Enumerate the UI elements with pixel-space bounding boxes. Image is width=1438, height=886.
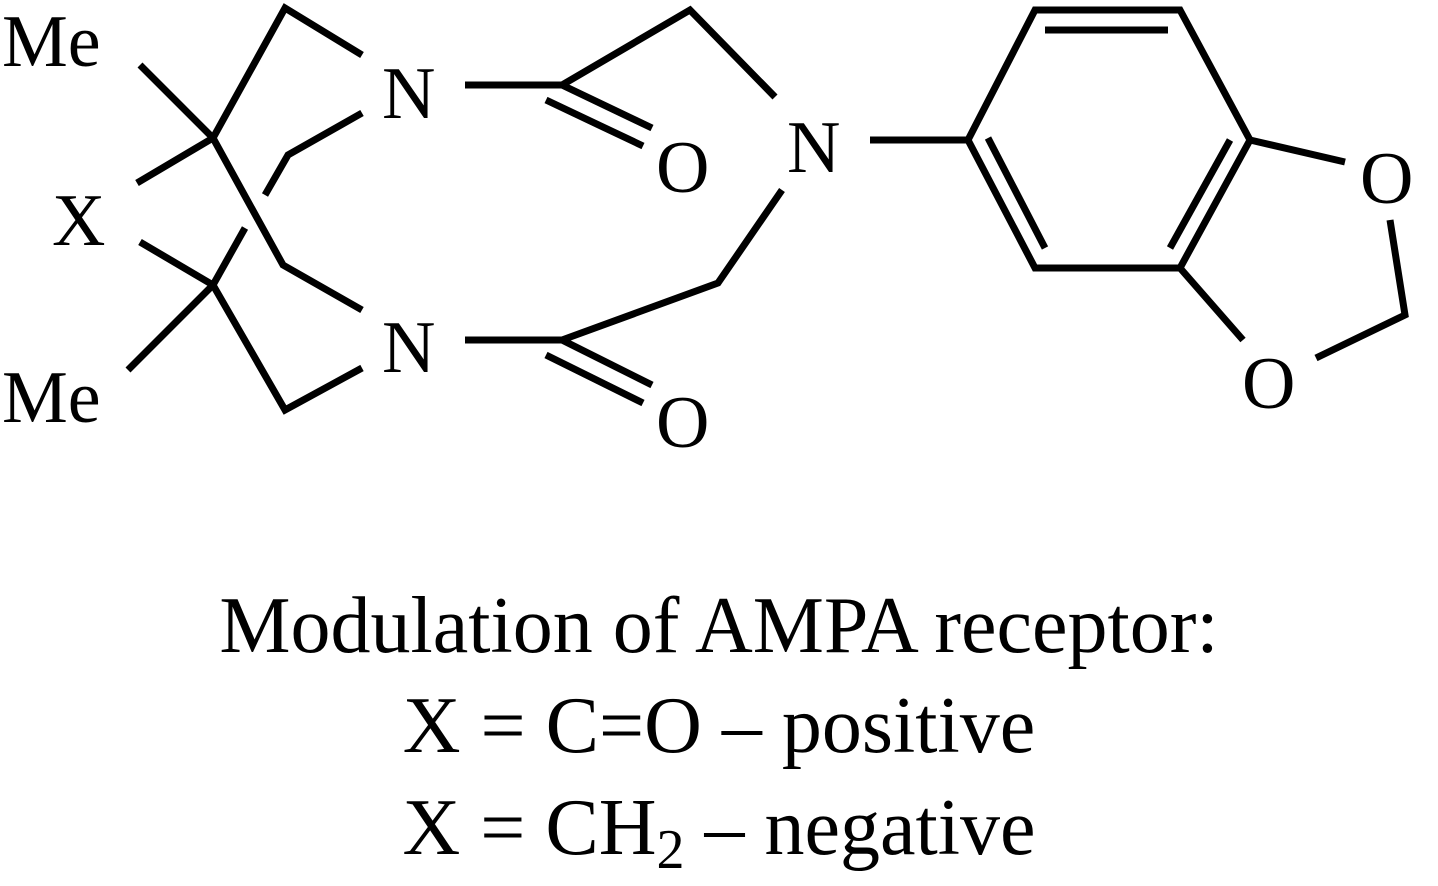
label-o-carbonyl-upper: O bbox=[656, 127, 709, 209]
bond-c-ch2-n-upper bbox=[209, 3, 364, 140]
label-o-dioxole-lower: O bbox=[1242, 343, 1295, 425]
diamide-bridge bbox=[465, 5, 968, 407]
bond-ring-o-lower bbox=[1177, 265, 1246, 343]
bond-n-central-ch2-carbonyl bbox=[560, 188, 785, 344]
caption-line2-subscript: 2 bbox=[656, 819, 685, 881]
bond-x-c-bottom bbox=[138, 238, 215, 289]
bond-c-bottom-up bbox=[209, 226, 249, 287]
caption-title-text: Modulation of AMPA receptor: bbox=[219, 582, 1219, 670]
benzene-inner-bond-left bbox=[984, 136, 1049, 250]
caption-line-positive: X = C=O – positive bbox=[0, 686, 1438, 766]
caption-line1-suffix: O – positive bbox=[644, 682, 1036, 770]
label-n-central: N bbox=[787, 107, 840, 189]
benzodioxole-ring bbox=[964, 6, 1409, 362]
bond-long-bridge bbox=[209, 136, 364, 314]
bond-co-lower-1 bbox=[560, 336, 654, 389]
caption-line2-suffix: – negative bbox=[684, 784, 1036, 872]
label-o-carbonyl-lower: O bbox=[656, 382, 709, 464]
caption-line1-prefix: X = C bbox=[402, 682, 600, 770]
bond-o-ch2-o bbox=[1314, 219, 1409, 362]
label-n-upper: N bbox=[382, 53, 435, 135]
label-n-lower: N bbox=[382, 307, 435, 389]
bond-c-x-top bbox=[135, 134, 215, 187]
bond-co-upper-1 bbox=[560, 81, 654, 132]
label-x: X bbox=[52, 180, 105, 262]
benzene-ring bbox=[964, 6, 1254, 272]
label-me-top: Me bbox=[2, 1, 101, 83]
caption-title: Modulation of AMPA receptor: bbox=[0, 586, 1438, 666]
chemical-structure: Me X Me N N O O N O O bbox=[2, 1, 1413, 464]
label-me-bottom: Me bbox=[2, 357, 101, 439]
caption-line-negative: X = CH2 – negative bbox=[0, 788, 1438, 878]
label-o-dioxole-upper: O bbox=[1360, 138, 1413, 220]
bond-co-lower-2 bbox=[544, 351, 645, 407]
bond-carbonyl-ch2-n-central bbox=[560, 5, 778, 100]
bond-me-top bbox=[137, 62, 216, 141]
bond-c-ch2-n-lower bbox=[209, 283, 364, 415]
caption-line2-prefix: X = CH bbox=[402, 784, 657, 872]
benzene-inner-bond-right bbox=[1166, 138, 1234, 250]
bond-co-upper-2 bbox=[544, 96, 645, 150]
bicyclic-cage bbox=[125, 3, 364, 415]
bond-n-upper-bridge bbox=[261, 109, 364, 197]
bond-c-me-bottom bbox=[125, 282, 216, 373]
bond-ring-o-upper bbox=[1249, 136, 1346, 166]
caption-line1-bond: = bbox=[599, 682, 645, 770]
